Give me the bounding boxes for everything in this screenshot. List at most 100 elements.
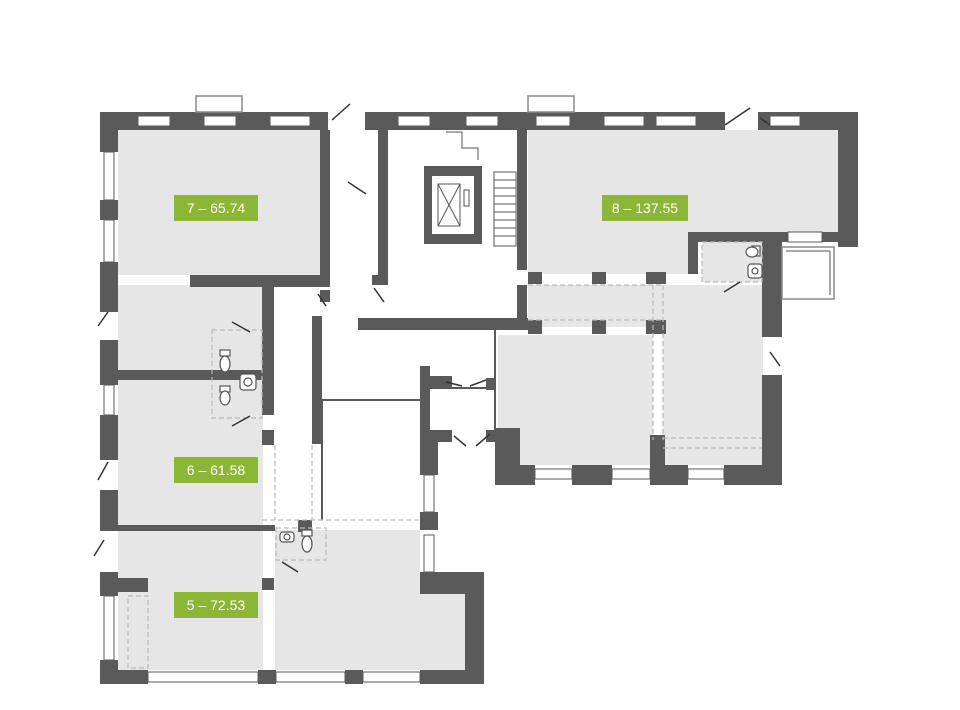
window-icon [655, 115, 697, 127]
window-icon [103, 151, 115, 201]
wall [762, 375, 782, 485]
wall [345, 670, 363, 684]
wall [430, 376, 452, 388]
wall [262, 578, 274, 590]
window-icon [423, 534, 435, 573]
wall [365, 112, 527, 130]
sink-icon [747, 263, 763, 279]
window-icon [787, 231, 823, 243]
window-icon [362, 671, 421, 683]
windows [103, 115, 823, 683]
window-icon [534, 468, 573, 480]
wall [262, 285, 274, 415]
wall [572, 465, 612, 485]
sink-icon [279, 531, 295, 543]
wall [100, 572, 118, 596]
wall [688, 232, 698, 274]
wall [420, 512, 438, 530]
balcony [195, 95, 243, 113]
wall [118, 578, 148, 592]
wall [592, 272, 606, 284]
window-icon [275, 671, 346, 683]
wall [762, 242, 782, 337]
toilet-icon [219, 349, 231, 373]
window-icon [611, 468, 651, 480]
wall [190, 275, 330, 287]
wall [517, 130, 527, 270]
balconies [195, 95, 835, 300]
door-icon [469, 379, 487, 387]
door-icon [331, 103, 351, 121]
door-icon [231, 321, 251, 333]
wall [320, 200, 330, 285]
balcony [527, 95, 575, 113]
room-unit-7-lower[interactable] [118, 285, 263, 370]
dashed-lines [127, 241, 763, 669]
door-icon [759, 117, 771, 126]
stairs-icon [446, 131, 517, 247]
wall [320, 130, 330, 192]
window-icon [103, 384, 115, 416]
wall [100, 670, 148, 684]
door-icon [281, 561, 299, 573]
window-icon [137, 115, 171, 127]
toilet-icon [219, 385, 231, 406]
door-icon [93, 539, 105, 557]
toilet-icon [301, 529, 313, 553]
wall [420, 366, 430, 430]
wall [838, 112, 858, 247]
wall [320, 188, 330, 200]
door-icon [347, 181, 367, 195]
wall [358, 318, 528, 330]
wall [100, 200, 118, 220]
partitions [321, 330, 496, 520]
wall [420, 572, 484, 594]
wall [258, 670, 276, 684]
wall [100, 525, 275, 531]
wall [650, 465, 688, 485]
doors [93, 103, 781, 573]
door-icon [231, 415, 251, 427]
unit-6-label[interactable]: 6 – 61.58 [174, 457, 258, 483]
wall [528, 320, 542, 334]
wall [430, 430, 452, 442]
wall [646, 272, 666, 284]
unit-7-label[interactable]: 7 – 65.74 [174, 195, 258, 221]
wall [528, 272, 542, 284]
unit-5-label[interactable]: 5 – 72.53 [174, 592, 258, 618]
window-icon [465, 115, 499, 127]
door-icon [317, 293, 327, 307]
wall [100, 370, 270, 380]
window-icon [203, 115, 237, 127]
balcony [781, 246, 835, 300]
unit-8-label[interactable]: 8 – 137.55 [602, 195, 688, 221]
door-icon [445, 381, 463, 387]
elevator-icon [424, 166, 482, 244]
window-icon [147, 671, 259, 683]
window-icon [103, 219, 115, 263]
window-icon [103, 595, 115, 661]
wall [372, 275, 388, 285]
room-fills [118, 130, 838, 670]
wall [312, 316, 322, 444]
window-icon [687, 468, 725, 480]
room-unit-5-right[interactable] [275, 530, 420, 670]
door-icon [475, 433, 491, 447]
room-unit-8-upper[interactable] [528, 232, 688, 274]
room-unit-8-left[interactable] [498, 335, 653, 465]
window-icon [397, 115, 431, 127]
wall [378, 130, 388, 280]
room-unit-6[interactable] [118, 380, 263, 525]
door-icon [97, 311, 109, 327]
wall [298, 520, 312, 532]
room-unit-8-right[interactable] [663, 285, 763, 465]
toilet-icon [745, 245, 761, 258]
door-icon [97, 461, 109, 481]
wall [465, 572, 484, 684]
wall [592, 320, 606, 334]
window-icon [769, 115, 801, 127]
wall [486, 378, 496, 390]
wall [724, 465, 782, 485]
door-icon [453, 435, 467, 447]
